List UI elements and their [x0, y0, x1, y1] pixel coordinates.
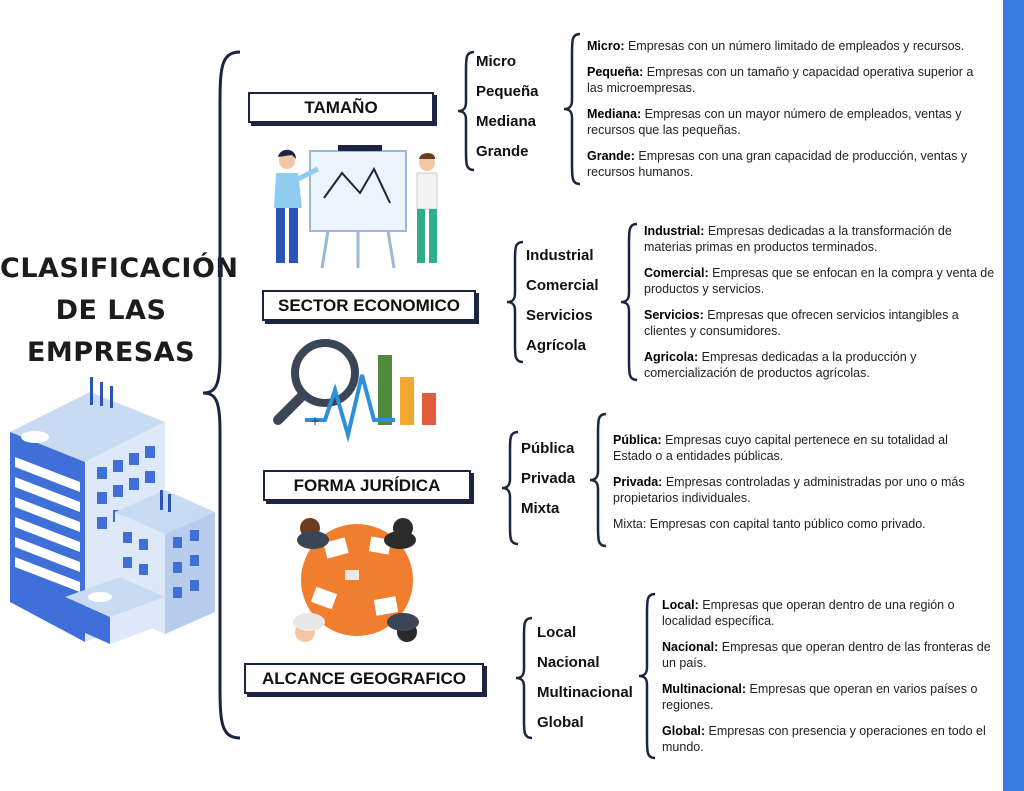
category-box-forma-juridica: FORMA JURÍDICA: [263, 470, 471, 501]
desc-list-sector-economico: Industrial: Empresas dedicadas a la tran…: [644, 223, 996, 391]
sub-list-sector-economico: Industrial Comercial Servicios Agrícola: [526, 241, 599, 361]
desc-list-alcance-geografico: Local: Empresas que operan dentro de una…: [662, 597, 1002, 765]
category-label-alcance-geografico: ALCANCE GEOGRAFICO: [262, 669, 466, 688]
desc-publica: Pública: Empresas cuyo capital pertenece…: [613, 433, 948, 463]
sub-item-comercial: Comercial: [526, 277, 599, 294]
sub-item-micro: Micro: [476, 53, 517, 70]
desc-agricola: Agricola: Empresas dedicadas a la produc…: [644, 350, 917, 380]
right-accent-bar: [1003, 0, 1024, 791]
category-label-tamano: TAMAÑO: [304, 98, 378, 117]
sub-item-servicios: Servicios: [526, 307, 593, 324]
main-brace: [202, 50, 241, 740]
presentation-illustration: [274, 145, 438, 269]
desc-privada: Privada: Empresas controladas y administ…: [613, 475, 965, 505]
desc-global: Global: Empresas con presencia y operaci…: [662, 724, 986, 754]
main-title-line-3: EMPRESAS: [26, 337, 196, 368]
sub-list-tamano: Micro Pequeña Mediana Grande: [476, 47, 539, 167]
building-illustration: [10, 377, 215, 644]
brace-tamano: [457, 50, 475, 172]
sub-item-local: Local: [537, 624, 577, 641]
desc-industrial: Industrial: Empresas dedicadas a la tran…: [644, 224, 952, 254]
brace-forma-juridica: [501, 430, 519, 546]
desc-mixta: Mixta: Empresas con capital tanto públic…: [613, 517, 926, 531]
desc-grande: Grande: Empresas con una gran capacidad …: [587, 149, 968, 179]
main-title-line-2: DE LAS: [55, 295, 167, 326]
desc-comercial: Comercial: Empresas que se enfocan en la…: [644, 266, 995, 296]
main-title: CLASIFICACIÓN DE LAS EMPRESAS: [0, 248, 239, 374]
sub-item-industrial: Industrial: [526, 247, 594, 264]
sub-list-forma-juridica: Pública Privada Mixta: [521, 434, 575, 524]
desc-servicios: Servicios: Empresas que ofrecen servicio…: [644, 308, 959, 338]
desc-multinacional: Multinacional: Empresas que operan en va…: [662, 682, 978, 712]
sub-item-privada: Privada: [521, 470, 576, 487]
brace-sector-economico: [506, 240, 524, 364]
brace-tamano-desc: [563, 32, 581, 186]
category-box-sector-economico: SECTOR ECONOMICO: [262, 290, 476, 321]
svg-text:+: +: [310, 414, 320, 428]
sub-list-alcance-geografico: Local Nacional Multinacional Global: [537, 618, 633, 738]
category-label-forma-juridica: FORMA JURÍDICA: [293, 476, 441, 495]
sub-item-mixta: Mixta: [521, 500, 560, 517]
sub-item-global: Global: [537, 714, 584, 731]
brace-alcance-geografico: [515, 616, 533, 740]
category-label-sector-economico: SECTOR ECONOMICO: [278, 296, 460, 315]
analytics-illustration: +: [273, 339, 436, 443]
main-title-line-1: CLASIFICACIÓN: [0, 253, 239, 284]
sub-item-agricola: Agrícola: [526, 337, 587, 354]
brace-forma-juridica-desc: [589, 412, 607, 548]
desc-nacional: Nacional: Empresas que operan dentro de …: [662, 640, 991, 670]
brace-sector-economico-desc: [620, 222, 638, 382]
desc-pequena: Pequeña: Empresas con un tamaño y capaci…: [587, 65, 974, 95]
desc-mediana: Mediana: Empresas con un mayor número de…: [587, 107, 962, 137]
sub-item-pequena: Pequeña: [476, 83, 539, 100]
meeting-table-illustration: [293, 518, 419, 642]
category-box-alcance-geografico: ALCANCE GEOGRAFICO: [244, 663, 484, 694]
brace-alcance-geografico-desc: [638, 592, 656, 760]
desc-local: Local: Empresas que operan dentro de una…: [662, 598, 955, 628]
sub-item-nacional: Nacional: [537, 654, 600, 671]
desc-list-forma-juridica: Pública: Empresas cuyo capital pertenece…: [613, 432, 973, 542]
sub-item-mediana: Mediana: [476, 113, 537, 130]
sub-item-publica: Pública: [521, 440, 575, 457]
category-box-tamano: TAMAÑO: [248, 92, 434, 123]
sub-item-multinacional: Multinacional: [537, 684, 633, 701]
sub-item-grande: Grande: [476, 143, 529, 160]
desc-micro: Micro: Empresas con un número limitado d…: [587, 39, 965, 53]
desc-list-tamano: Micro: Empresas con un número limitado d…: [587, 38, 992, 190]
